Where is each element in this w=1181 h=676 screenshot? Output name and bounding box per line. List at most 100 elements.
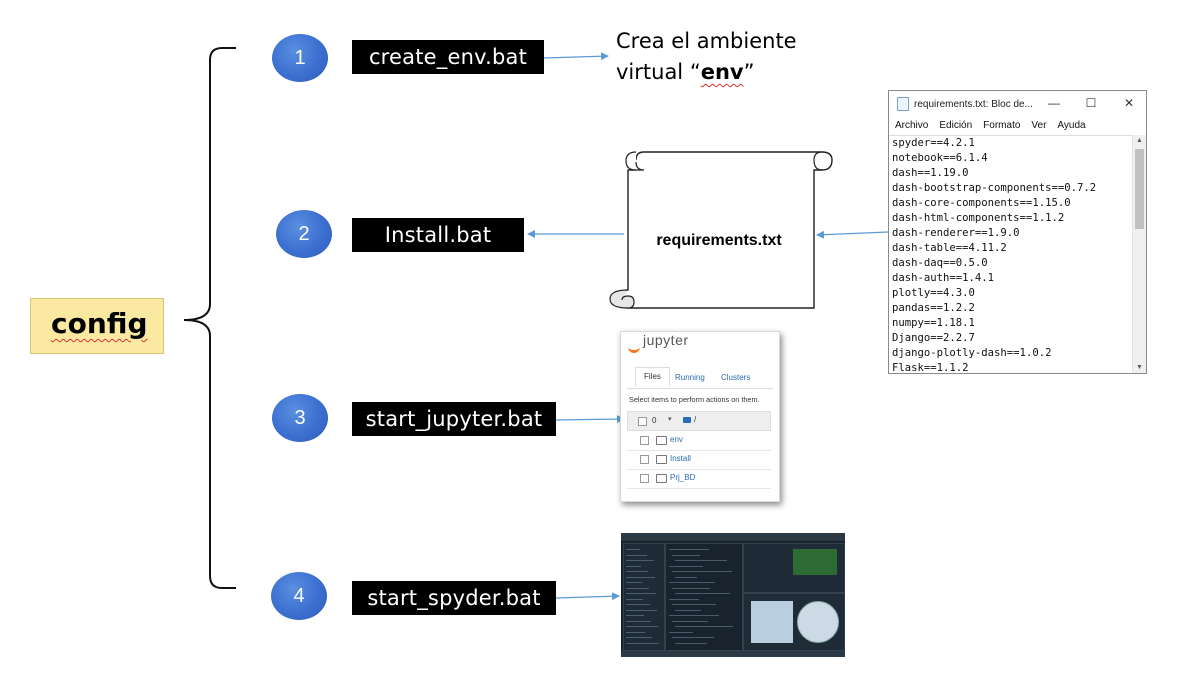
select-all-checkbox[interactable]	[638, 417, 647, 426]
spyder-file-line	[626, 642, 659, 644]
spyder-code-line	[669, 631, 693, 633]
close-icon[interactable]: ✕	[1123, 96, 1135, 110]
requirement-line: dash-renderer==1.9.0	[892, 227, 1020, 239]
scrollbar-thumb[interactable]	[1135, 149, 1144, 229]
step-4-circle: 4	[271, 572, 327, 620]
folder-icon	[656, 474, 667, 483]
menu-archivo[interactable]: Archivo	[895, 119, 929, 131]
requirement-line: dash==1.19.0	[892, 167, 969, 179]
requirements-scroll-shape: requirements.txt	[609, 151, 833, 309]
arrow-start-jupyter-to-screenshot	[555, 415, 625, 424]
spyder-file-line	[626, 560, 654, 561]
tab-running[interactable]: Running	[675, 373, 705, 382]
tab-clusters[interactable]: Clusters	[721, 373, 751, 382]
file-row[interactable]: Prj_BD	[627, 469, 771, 489]
spyder-code-line	[669, 615, 719, 616]
spyder-code-line	[672, 587, 710, 589]
arrow-start-spyder-to-screenshot	[555, 592, 620, 601]
spyder-code-line	[675, 560, 727, 561]
row-checkbox[interactable]	[640, 474, 649, 483]
env-description-line1: Crea el ambiente	[616, 29, 797, 53]
arrow-create-env-to-description	[543, 52, 609, 61]
file-name[interactable]: env	[670, 435, 683, 444]
spyder-code-line	[675, 642, 707, 644]
spyder-file-line	[626, 582, 642, 583]
jupyter-tabs: Files Running Clusters	[627, 367, 773, 389]
requirement-line: Django==2.2.7	[892, 332, 975, 344]
spyder-code-line	[675, 576, 697, 578]
spyder-code-line	[672, 571, 732, 572]
step-2-circle: 2	[276, 210, 332, 258]
notepad-window: requirements.txt: Bloc de... — ☐ ✕ Archi…	[888, 90, 1147, 374]
file-row[interactable]: Install	[627, 450, 771, 470]
spyder-file-line	[626, 587, 649, 589]
file-name[interactable]: Prj_BD	[670, 473, 696, 482]
menu-ver[interactable]: Ver	[1031, 119, 1047, 131]
spyder-file-line	[626, 593, 656, 594]
jupyter-instructions: Select items to perform actions on them.	[629, 395, 760, 404]
spyder-file-line	[626, 620, 651, 622]
spyder-code-line	[669, 598, 699, 600]
dropdown-icon[interactable]: ▾	[668, 416, 672, 423]
minimize-icon[interactable]: —	[1048, 96, 1060, 110]
spyder-file-line	[626, 615, 644, 616]
requirement-line: numpy==1.18.1	[892, 317, 975, 329]
scroll-label: requirements.txt	[656, 232, 782, 249]
requirement-line: pandas==1.2.2	[892, 302, 975, 314]
spyder-editor	[665, 543, 743, 651]
spyder-file-line	[626, 565, 641, 567]
folder-icon	[683, 417, 691, 423]
spyder-file-line	[626, 576, 655, 578]
step-1-circle: 1	[272, 34, 328, 82]
current-path[interactable]: /	[694, 415, 697, 424]
notepad-scrollbar[interactable]: ▲ ▼	[1132, 135, 1146, 373]
env-description: Crea el ambiente virtual “env”	[616, 26, 797, 88]
requirement-line: spyder==4.2.1	[892, 137, 975, 149]
file-row[interactable]: env	[627, 431, 771, 451]
requirement-line: dash-html-components==1.1.2	[892, 212, 1065, 224]
row-checkbox[interactable]	[640, 436, 649, 445]
menu-ayuda[interactable]: Ayuda	[1057, 119, 1086, 131]
maximize-icon[interactable]: ☐	[1085, 96, 1097, 110]
scroll-up-icon[interactable]: ▲	[1136, 137, 1143, 144]
start-spyder-script-box: start_spyder.bat	[352, 581, 556, 615]
spyder-file-line	[626, 626, 658, 627]
requirement-line: dash-bootstrap-components==0.7.2	[892, 182, 1097, 194]
jupyter-logo-text: jupyter	[643, 332, 689, 348]
spyder-code-line	[675, 609, 701, 611]
spyder-file-line	[626, 604, 650, 605]
spyder-variable-highlight	[793, 549, 837, 575]
env-name: env	[700, 60, 744, 84]
menu-formato[interactable]: Formato	[983, 119, 1021, 131]
requirement-line: plotly==4.3.0	[892, 287, 975, 299]
spyder-status-bar	[621, 651, 845, 657]
row-checkbox[interactable]	[640, 455, 649, 464]
spyder-file-line	[626, 554, 647, 556]
spyder-code-line	[672, 620, 708, 622]
folder-icon	[656, 436, 667, 445]
notepad-title: requirements.txt: Bloc de...	[914, 98, 1033, 110]
spyder-code-line	[675, 626, 733, 627]
step-3-circle: 3	[272, 394, 328, 442]
menu-edicion[interactable]: Edición	[939, 119, 973, 131]
create-env-script-box: create_env.bat	[352, 40, 544, 74]
spyder-file-line	[626, 631, 645, 633]
spyder-code-line	[675, 593, 730, 594]
spyder-code-line	[672, 604, 716, 605]
notepad-text-area[interactable]: spyder==4.2.1 notebook==6.1.4 dash==1.19…	[889, 135, 1133, 373]
arrow-notepad-to-scroll	[816, 230, 889, 239]
spyder-code-line	[672, 637, 714, 638]
requirement-line: notebook==6.1.4	[892, 152, 988, 164]
tab-files[interactable]: Files	[635, 367, 670, 387]
file-name[interactable]: Install	[670, 454, 691, 463]
install-script-box: Install.bat	[352, 218, 524, 252]
notepad-title-bar: requirements.txt: Bloc de... — ☐ ✕	[889, 91, 1146, 117]
spyder-file-line	[626, 571, 648, 572]
config-label-box: config	[30, 298, 164, 354]
spyder-file-line	[626, 637, 652, 638]
spyder-code-line	[669, 549, 709, 550]
spyder-screenshot	[621, 533, 845, 657]
scroll-down-icon[interactable]: ▼	[1136, 364, 1143, 371]
requirement-line: dash-auth==1.4.1	[892, 272, 995, 284]
